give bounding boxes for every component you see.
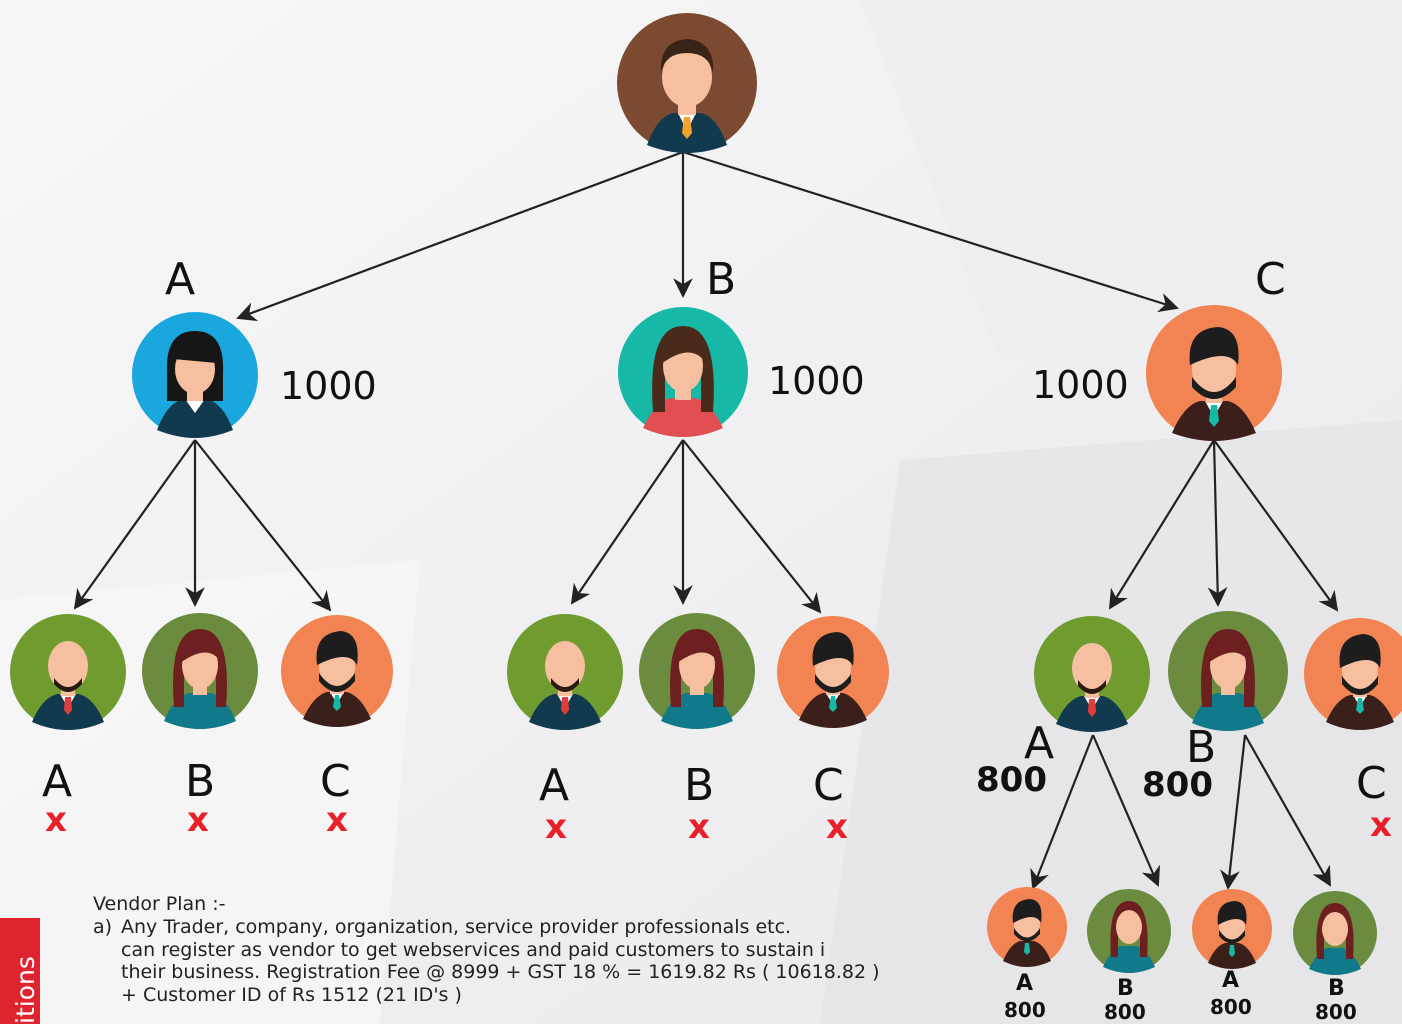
avatar-a — [132, 312, 258, 438]
avatar-middle-a — [507, 614, 623, 730]
amount-level1-a: 1000 — [280, 364, 377, 408]
connector-cb-b — [1244, 734, 1331, 887]
connector-b-c — [682, 439, 822, 614]
connector-a-c — [194, 439, 332, 612]
amount-level1-b: 1000 — [768, 359, 865, 403]
cross-left-c: x — [326, 800, 348, 840]
label-right-b: B — [1186, 722, 1217, 773]
label-middle-b: B — [684, 760, 715, 811]
cross-left-a: x — [45, 800, 67, 840]
avatar-b — [618, 307, 748, 437]
label-level1-c: C — [1255, 254, 1286, 305]
vendor-plan-point-a: a) Any Trader, company, organization, se… — [93, 916, 983, 1007]
vendor-plan-title: Vendor Plan :- — [93, 893, 226, 915]
label-ca-b: B — [1117, 976, 1134, 1001]
connector-a-a — [73, 439, 196, 610]
avatar-right-c — [1304, 618, 1402, 730]
cross-middle-b: x — [688, 807, 710, 847]
amount-right-b: 800 — [1142, 765, 1213, 805]
label-left-c: C — [320, 756, 351, 807]
connector-ca-b — [1091, 734, 1160, 887]
point-a-line-2: can register as vendor to get webservice… — [121, 938, 826, 961]
avatar-middle-c — [777, 616, 889, 728]
root-avatar — [617, 13, 757, 153]
cross-left-b: x — [187, 800, 209, 840]
side-tab: itions — [0, 918, 40, 1024]
label-level1-b: B — [706, 254, 737, 305]
connector-ca-a — [1030, 734, 1095, 890]
avatar-left-c — [281, 615, 393, 727]
avatar-left-b — [142, 613, 258, 729]
cross-right-c: x — [1370, 805, 1392, 845]
avatar-middle-b — [639, 613, 755, 729]
vendor-plan: Vendor Plan :- a) Any Trader, company, o… — [93, 893, 983, 1007]
amount-ca-a: 800 — [1004, 998, 1046, 1022]
amount-cb-b: 800 — [1315, 1000, 1357, 1024]
avatar-cb-b — [1293, 891, 1377, 975]
avatar-left-a — [10, 614, 126, 730]
connector-cb-a — [1220, 734, 1247, 890]
label-cb-b: B — [1328, 976, 1345, 1001]
point-a-marker: a) — [93, 915, 113, 938]
amount-right-a: 800 — [976, 760, 1047, 800]
amount-ca-b: 800 — [1104, 1000, 1146, 1024]
connector-c-c — [1213, 439, 1339, 612]
avatar-cb-a — [1192, 889, 1272, 969]
connector-root-c — [682, 150, 1179, 313]
cross-middle-c: x — [826, 807, 848, 847]
cross-middle-a: x — [545, 807, 567, 847]
label-cb-a: A — [1222, 968, 1240, 993]
label-left-a: A — [42, 756, 73, 807]
connector-root-a — [236, 150, 684, 322]
side-tab-label: itions — [11, 956, 40, 1024]
label-middle-a: A — [539, 760, 570, 811]
label-right-a: A — [1024, 718, 1055, 769]
connector-c-b — [1207, 439, 1228, 607]
label-left-b: B — [185, 756, 216, 807]
label-middle-c: C — [813, 760, 844, 811]
avatar-ca-a — [987, 887, 1067, 967]
amount-cb-a: 800 — [1210, 995, 1252, 1019]
amount-level1-c: 1000 — [1032, 363, 1129, 407]
label-right-c: C — [1356, 758, 1387, 809]
avatar-ca-b — [1087, 889, 1171, 973]
label-level1-a: A — [165, 254, 196, 305]
avatar-c — [1146, 305, 1282, 441]
avatar-right-a — [1034, 616, 1150, 732]
point-a-line-4: + Customer ID of Rs 1512 (21 ID's ) — [121, 984, 462, 1007]
connector-c-a — [1108, 439, 1215, 610]
avatar-right-b — [1168, 611, 1288, 731]
connector-b-a — [570, 439, 684, 605]
label-ca-a: A — [1016, 971, 1034, 996]
point-a-line-3: their business. Registration Fee @ 8999 … — [121, 961, 880, 984]
point-a-line-1: Any Trader, company, organization, servi… — [121, 915, 792, 938]
